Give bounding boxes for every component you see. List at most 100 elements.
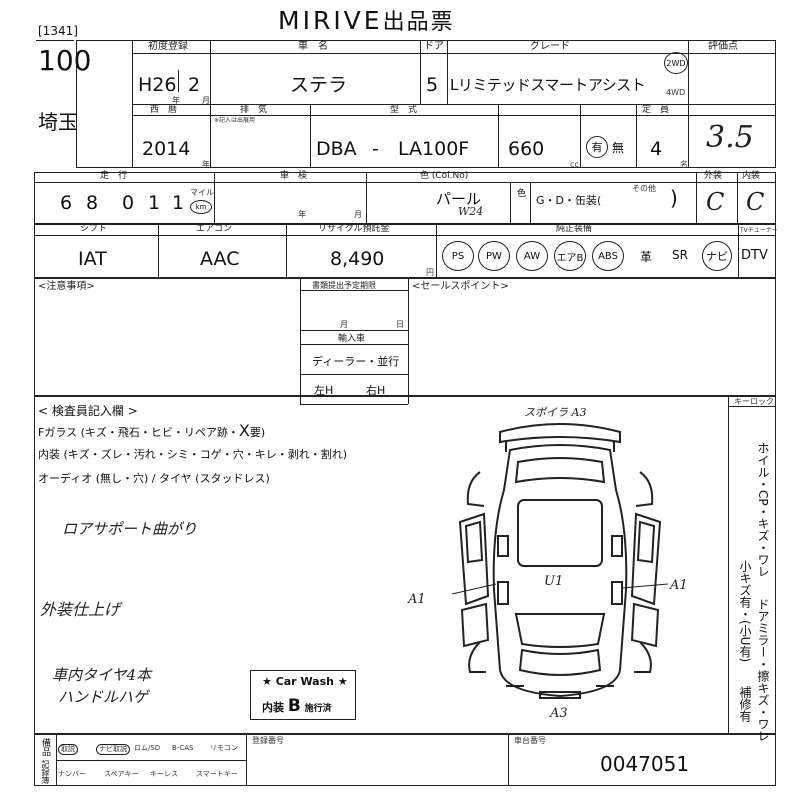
label-shaken: 車 検: [280, 171, 308, 181]
brand-title: MIRIVE: [278, 6, 383, 35]
shaken-nen: 年: [298, 210, 306, 219]
label-aircon: エアコン: [196, 224, 233, 234]
accessory-cell2-1: ナンバー: [58, 770, 86, 778]
label-sales-point: <セールスポイント>: [412, 281, 509, 292]
accessory-cell2-2: スペアキー: [104, 770, 139, 778]
inspector-line-1-text: Fガラス (キズ・飛石・ヒビ・リペア跡・: [38, 426, 239, 439]
deadline-nichi: 日: [396, 320, 404, 329]
inspector-line-1-mark: X: [238, 421, 250, 440]
model-dash: -: [372, 138, 379, 160]
unit-nen: 年: [172, 96, 180, 105]
mileage-digit-2: 8: [86, 192, 99, 214]
lot-location: 埼玉: [38, 110, 78, 134]
label-shift: シフト: [80, 224, 108, 234]
unit-yen: 円: [426, 268, 434, 277]
label-sales-point-text: セールスポイント: [420, 281, 501, 292]
equip-circle-1: PS: [442, 241, 474, 271]
mileage-digit-1: 6: [60, 192, 73, 214]
equip-navi-label: ナビ: [706, 250, 728, 263]
color-options: G・D・缶装(: [536, 194, 602, 207]
equip-plain-2: SR: [672, 248, 688, 262]
label-keylock: キーロック: [734, 397, 774, 406]
label-grade: グレード: [530, 41, 570, 52]
interior-grade: C: [746, 188, 765, 216]
label-import: 輸入車: [338, 334, 366, 344]
car-name: ステラ: [290, 74, 348, 96]
equip-circle-3: AW: [516, 241, 548, 271]
first-reg-month: 2: [188, 74, 201, 96]
lot-session: [1341]: [38, 24, 78, 38]
label-rating: 評価点: [708, 41, 738, 52]
drive-2wd-circle: 2WD: [664, 52, 688, 74]
diagram-right-note: A1: [670, 578, 688, 593]
label-model: 型 式: [390, 105, 418, 115]
right-note-4: 補修有: [738, 686, 752, 722]
accessory-cell-1: 取説: [58, 744, 78, 755]
label-entry-no: 車台番号: [514, 736, 546, 745]
bottom-vertical-2: 記録簿: [41, 760, 50, 784]
label-displacement: 排 気: [240, 105, 268, 115]
shaken-tsuki: 月: [354, 210, 362, 219]
label-tv: TVチューナー: [740, 227, 778, 234]
diagram-center-note: U1: [544, 574, 564, 589]
equip-navi: ナビ: [702, 241, 732, 271]
notes-table: [34, 278, 776, 396]
exterior-grade: C: [706, 188, 725, 216]
equip-circle-5: ABS: [592, 241, 624, 271]
title-suffix: 出品票: [382, 10, 455, 35]
mileage-table: [34, 172, 776, 224]
unit-nen-2: 年: [202, 160, 210, 169]
equipment-table: [34, 224, 776, 278]
equip-circle-label-3: AW: [523, 250, 541, 262]
right-note-2: ドアミラー・擦キズ・ワレ: [756, 598, 770, 742]
diagram-left-note: A1: [408, 592, 426, 607]
color-code: W24: [458, 205, 484, 218]
inspector-line-1-end: 要): [249, 426, 266, 439]
car-wash-interior: 内装 B 施行済: [262, 696, 332, 716]
capacity: 4: [650, 138, 663, 160]
label-color: 色 (Col.No): [420, 171, 469, 181]
equip-circle-4: エアB: [554, 241, 586, 271]
fuel-yes: 有: [591, 141, 603, 154]
accessory-cell2-3: キーレス: [150, 770, 178, 778]
displacement: 660: [508, 138, 545, 160]
label-capacity: 定 員: [642, 105, 670, 115]
car-wash-badge: [250, 670, 356, 720]
diagram-top-note: スポイラ A3: [524, 406, 587, 419]
label-year: 西 暦: [150, 105, 178, 115]
drive-4wd: 4WD: [666, 88, 686, 97]
label-registration-no: 登録番号: [252, 736, 284, 745]
accessory-cell-4: B-CAS: [172, 744, 194, 752]
import-dealer: ディーラー・並行: [312, 355, 400, 368]
drive-2wd: 2WD: [666, 58, 686, 68]
inspector-hand-4: ハンドルハゲ: [58, 688, 149, 706]
bottom-table: [34, 734, 776, 786]
shift: IAT: [78, 248, 107, 270]
model-code: LA100F: [398, 138, 470, 160]
equip-circle-label-2: PW: [486, 250, 502, 262]
label-exterior: 外装: [704, 171, 723, 181]
inspector-hand-2: 外装仕上げ: [40, 600, 121, 619]
inspector-line-3: オーディオ (無し・穴) / タイヤ (スタッドレス): [38, 472, 270, 485]
fuel-none: 無: [612, 141, 625, 155]
label-interior: 内装: [742, 171, 761, 181]
rating-value: 3.5: [706, 120, 754, 155]
model-prefix: DBA: [316, 138, 357, 160]
diagram-bottom-note: A3: [550, 706, 568, 721]
label-inspector: < 検査員記入欄 >: [38, 404, 138, 418]
equip-plain-1: 革: [640, 250, 653, 264]
car-wash-title: ★ Car Wash ★: [262, 675, 348, 688]
accessory-cell-5: リモコン: [210, 744, 238, 752]
doors: 5: [426, 74, 439, 96]
label-year-note: ※記入は出展用: [214, 117, 256, 124]
right-note-3: 小キズ有・(小U有): [738, 560, 752, 663]
accessory-cell-2: ナビ取説: [96, 744, 130, 755]
label-recycle: リサイクル預託金: [318, 224, 390, 234]
equip-circle-label-1: PS: [451, 250, 465, 262]
car-wash-done: 施行済: [304, 704, 332, 714]
lot-number: 100: [38, 44, 92, 77]
entry-number: 0047051: [600, 752, 690, 776]
inspector-line-2: 内装 (キズ・ズレ・汚れ・シミ・コゲ・穴・キレ・剥れ・割れ): [38, 448, 348, 461]
unit-tsuki: 月: [202, 96, 210, 105]
inspector-hand-3: 車内タイヤ4本: [52, 666, 152, 684]
